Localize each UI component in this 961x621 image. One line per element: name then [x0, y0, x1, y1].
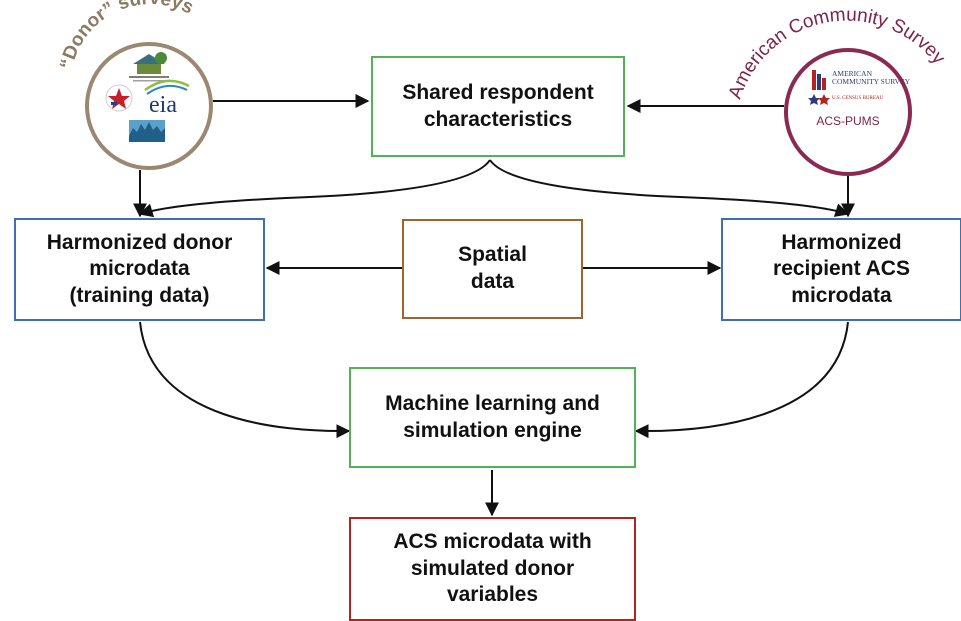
recipient-line-3: microdata [791, 283, 892, 307]
shared-line-2: characteristics [423, 107, 573, 131]
curve-shared-to-donor [138, 159, 491, 218]
curve-donor-to-engine [139, 321, 351, 439]
donor-line-1: Harmonized donor [46, 230, 233, 254]
acs-microdata-output-box: ACS microdata with simulated donor varia… [349, 517, 636, 621]
engine-line-1: Machine learning and [385, 391, 600, 415]
output-line-3: variables [446, 583, 539, 607]
acs-logo-subtext: U.S. CENSUS BUREAU [832, 96, 884, 101]
harmonized-recipient-acs-microdata-box: Harmonized recipient ACS microdata [721, 218, 961, 321]
donor-line-2: microdata [89, 257, 190, 281]
spatial-data-box: Spatial data [402, 219, 583, 319]
donor-line-3: (training data) [69, 283, 210, 307]
eia-logo-icon: eia [144, 79, 190, 118]
curve-shared-to-recipient [489, 159, 850, 217]
output-line-1: ACS microdata with [393, 530, 592, 554]
recipient-line-1: Harmonized [781, 230, 902, 254]
spatial-line-1: Spatial [458, 243, 527, 267]
engine-line-2: simulation engine [403, 418, 582, 442]
star-seal-icon [105, 84, 133, 112]
acs-pums-label: ACS-PUMS [816, 114, 880, 128]
curve-recipient-to-engine [634, 321, 849, 439]
acs-logo-text: AMERICAN COMMUNITY SURVEY [832, 69, 911, 86]
recipient-line-2: recipient ACS [773, 257, 910, 281]
donor-surveys-badge: eia [85, 42, 213, 170]
svg-text:eia: eia [149, 92, 177, 118]
spatial-line-2: data [470, 270, 515, 293]
shared-line-1: Shared respondent [402, 80, 594, 104]
acs-logo-icon [808, 70, 830, 105]
house-logo-icon [129, 52, 169, 82]
machine-learning-engine-box: Machine learning and simulation engine [349, 367, 636, 468]
acs-pums-badge: AMERICAN COMMUNITY SURVEY U.S. CENSUS BU… [784, 48, 912, 176]
shared-respondent-characteristics-box: Shared respondent characteristics [371, 56, 625, 157]
output-line-2: simulated donor [410, 556, 575, 580]
harmonized-donor-microdata-box: Harmonized donor microdata (training dat… [14, 218, 265, 321]
skyline-logo-icon [129, 120, 165, 142]
